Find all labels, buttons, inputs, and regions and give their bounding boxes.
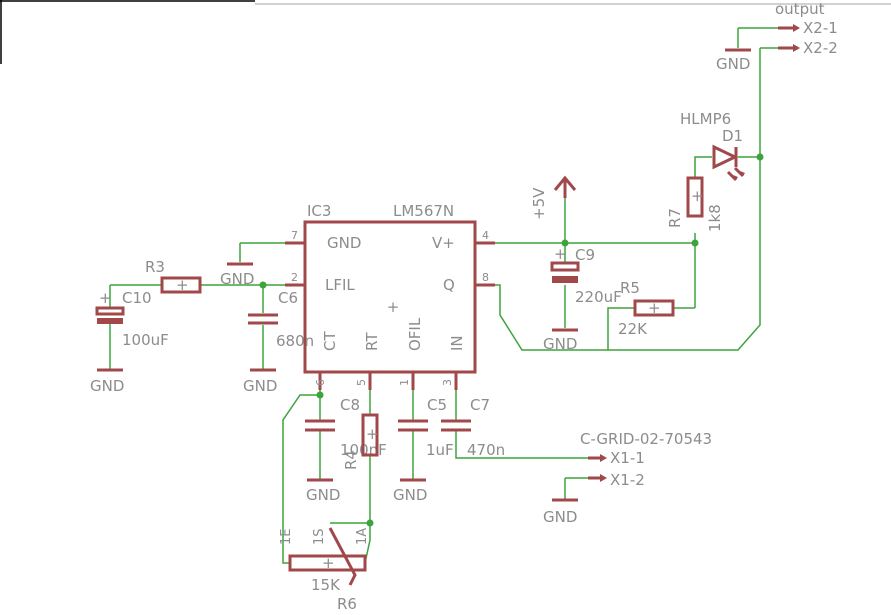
junction-ct (316, 391, 324, 399)
ic3-value: LM567N (393, 202, 454, 220)
svg-text:+: + (322, 554, 335, 572)
supply-label: +5V (530, 187, 548, 220)
r7-ref: R7 (666, 208, 684, 228)
gnd-label-c5: GND (393, 486, 427, 504)
connector-x1: C-GRID-02-70543 X1-1 X1-2 (580, 430, 712, 489)
pin-num-8: 8 (482, 271, 489, 284)
gnd-label-x1: GND (543, 508, 577, 526)
svg-text:+: + (176, 276, 189, 294)
x2-pin1: X2-1 (803, 19, 838, 37)
svg-text:+: + (648, 299, 661, 317)
junction-vplus-r7 (691, 239, 699, 247)
pin-num-5: 5 (355, 379, 368, 386)
c5-value: 1uF (426, 441, 454, 459)
c6-value: 680n (276, 332, 314, 350)
gnd-label-c6: GND (243, 377, 277, 395)
c8-ref: C8 (340, 396, 360, 414)
junction-vplus-5v (561, 239, 569, 247)
r3: + R3 (145, 258, 202, 294)
wires (109, 27, 780, 564)
d1-value: HLMP6 (680, 110, 731, 128)
wire-r5-left (607, 307, 635, 350)
d1-ref: D1 (722, 127, 743, 145)
wire-ct-r6 (282, 394, 320, 564)
c5: C5 1uF (398, 396, 454, 459)
r4-ref: R4 (342, 450, 360, 470)
supply-5v: +5V (530, 175, 577, 220)
c6-ref: C6 (278, 289, 298, 307)
c7-ref: C7 (470, 396, 490, 414)
pin-num-3: 3 (441, 379, 454, 386)
x2-pin2: X2-2 (803, 39, 838, 57)
gnd-label-c8: GND (306, 486, 340, 504)
junction-lfil (259, 281, 267, 289)
r5-ref: R5 (620, 279, 640, 297)
ic3-pin-q: Q (443, 276, 455, 294)
ic3-pin-rt: RT (363, 332, 381, 351)
connector-x2: output X2-1 X2-2 (775, 0, 838, 57)
r5: + R5 22K (618, 279, 675, 338)
c9-ref: C9 (575, 246, 595, 264)
pin-num-7: 7 (291, 229, 298, 242)
r3-ref: R3 (145, 258, 165, 276)
c7-value: 470n (467, 441, 505, 459)
wire-in-x1 (455, 430, 590, 459)
gnd-symbols: GND GND GND GND GND GND GND GND (90, 48, 751, 526)
r6-pin-e: 1E (279, 529, 294, 546)
ic3-pin-ofil: OFIL (406, 317, 424, 351)
svg-text:+: + (366, 425, 379, 443)
r4: + R4 (342, 413, 379, 470)
junction-led-out (756, 153, 764, 161)
x1-title: C-GRID-02-70543 (580, 430, 712, 448)
ic3-pin-vplus: V+ (432, 234, 455, 252)
c9-value: 220uF (575, 288, 622, 306)
x1-pin1: X1-1 (610, 449, 645, 467)
pin-num-4: 4 (482, 229, 489, 242)
svg-text:+: + (99, 289, 112, 307)
svg-text:+: + (387, 298, 400, 316)
r6-value: 15K (311, 576, 341, 594)
gnd-label-c9: GND (543, 335, 577, 353)
ic3-pin-gnd: GND (327, 234, 361, 252)
ic3-pin-lfil: LFIL (325, 276, 355, 294)
r6-pin-s: 1S (312, 528, 327, 545)
wire-q-out (475, 48, 761, 351)
pin-num-1: 1 (398, 379, 411, 386)
c10-value: 100uF (122, 331, 169, 349)
c6: C6 680n (248, 289, 314, 350)
x1-pin2: X1-2 (610, 471, 645, 489)
r6-pin-a: 1A (355, 528, 370, 545)
c7: C7 470n (441, 396, 505, 459)
ic3-body (303, 220, 477, 374)
r6-trimpot: + 1E 1S 1A 15K R6 (279, 527, 370, 613)
gnd-label-pin7: GND (220, 270, 254, 288)
junction-r6 (366, 519, 374, 527)
wire-r6-a (364, 523, 371, 564)
r6-ref: R6 (337, 595, 357, 613)
x2-title: output (775, 0, 825, 18)
r7-value: 1k8 (706, 204, 724, 232)
c10-ref: C10 (122, 289, 152, 307)
c5-ref: C5 (427, 396, 447, 414)
ic3-pin-in: IN (448, 335, 466, 351)
ic3-ref: IC3 (307, 202, 331, 220)
r7: + R7 1k8 (666, 176, 724, 232)
svg-text:+: + (554, 245, 567, 263)
gnd-label-x2: GND (716, 55, 750, 73)
ic3-pin-ct: CT (321, 331, 339, 351)
c10: + C10 100uF (95, 289, 169, 349)
ic3: + IC3 LM567N GND V+ LFIL Q CT RT OFIL IN… (285, 202, 495, 390)
d1-led: HLMP6 D1 (680, 110, 745, 182)
gnd-label-c10: GND (90, 377, 124, 395)
r5-value: 22K (618, 320, 648, 338)
c9: + C9 220uF (550, 245, 622, 306)
wire-r7-led (694, 156, 712, 178)
pin-num-6: 6 (314, 379, 327, 386)
pin-num-2: 2 (291, 271, 298, 284)
svg-text:+: + (691, 187, 704, 205)
